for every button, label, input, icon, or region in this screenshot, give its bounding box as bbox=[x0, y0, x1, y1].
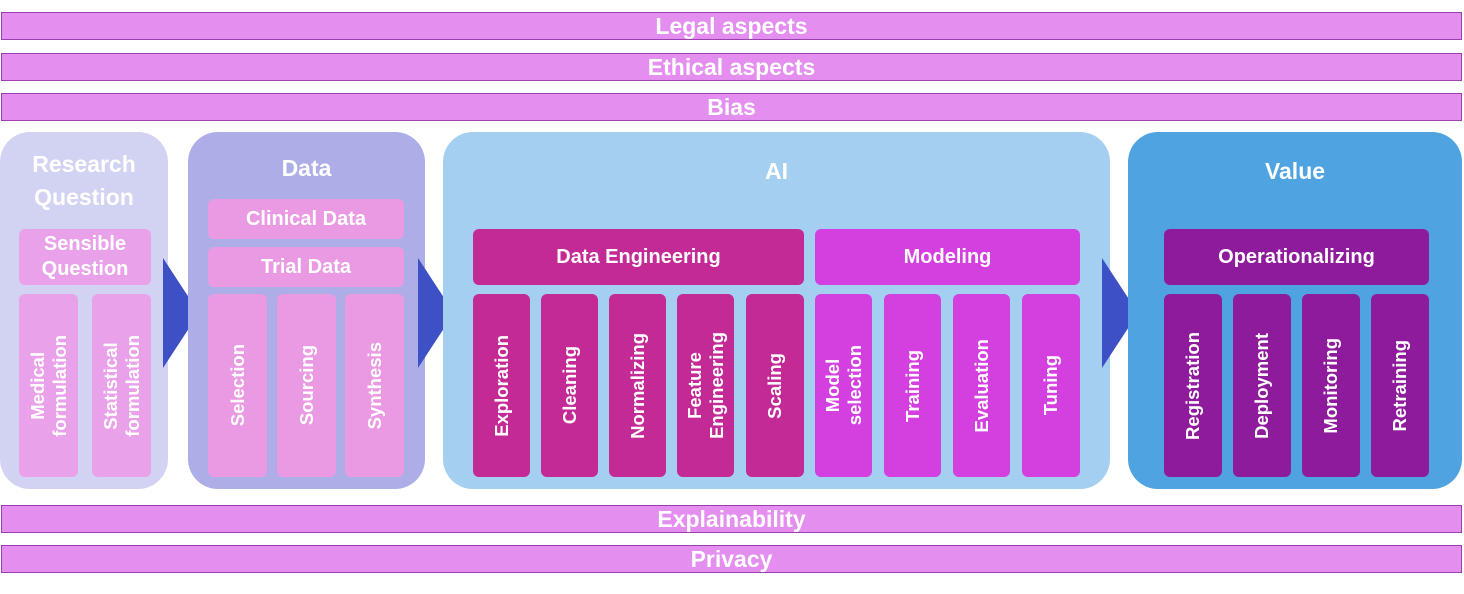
source-trial-data: Trial Data bbox=[208, 247, 404, 287]
sensible-question-label: Sensible Question bbox=[41, 233, 129, 280]
value-panel: Value Operationalizing Registration Depl… bbox=[1128, 132, 1462, 489]
research-question-title: Research Question bbox=[32, 151, 136, 210]
band-bias: Bias bbox=[1, 93, 1462, 121]
step-evaluation-label: Evaluation bbox=[970, 338, 992, 433]
source-clinical-data: Clinical Data bbox=[208, 199, 404, 239]
band-explainability-label: Explainability bbox=[657, 505, 806, 532]
step-monitoring: Monitoring bbox=[1302, 294, 1360, 477]
band-ethical-aspects-label: Ethical aspects bbox=[647, 53, 816, 80]
step-retraining-label: Retraining bbox=[1389, 339, 1410, 432]
step-training-label: Training bbox=[901, 349, 923, 422]
band-ethical-aspects: Ethical aspects bbox=[1, 53, 1462, 81]
band-legal-aspects-label: Legal aspects bbox=[655, 12, 808, 39]
step-model-selection-label: Model selection bbox=[821, 345, 865, 426]
step-selection-label: Selection bbox=[226, 344, 248, 427]
source-clinical-data-label: Clinical Data bbox=[245, 207, 367, 230]
operationalizing-header: Operationalizing bbox=[1164, 229, 1429, 285]
data-engineering-label: Data Engineering bbox=[556, 245, 721, 268]
step-registration-label: Registration bbox=[1182, 331, 1203, 440]
step-exploration: Exploration bbox=[473, 294, 530, 477]
data-title: Data bbox=[281, 155, 332, 181]
step-statistical-formulation-label: Statistical formulation bbox=[99, 334, 143, 437]
step-evaluation: Evaluation bbox=[953, 294, 1010, 477]
step-selection: Selection bbox=[208, 294, 267, 477]
step-normalizing: Normalizing bbox=[609, 294, 666, 477]
band-privacy-label: Privacy bbox=[690, 545, 773, 572]
band-legal-aspects: Legal aspects bbox=[1, 12, 1462, 40]
step-feature-engineering-label: Feature Engineering bbox=[683, 332, 727, 439]
step-synthesis: Synthesis bbox=[345, 294, 404, 477]
step-tuning: Tuning bbox=[1022, 294, 1080, 477]
step-scaling-label: Scaling bbox=[764, 352, 785, 419]
value-title: Value bbox=[1264, 158, 1326, 184]
step-sourcing: Sourcing bbox=[277, 294, 336, 477]
source-trial-data-label: Trial Data bbox=[260, 255, 352, 278]
step-tuning-label: Tuning bbox=[1040, 355, 1061, 416]
flow-arrow-2 bbox=[418, 258, 454, 368]
step-model-selection: Model selection bbox=[815, 294, 872, 477]
step-synthesis-label: Synthesis bbox=[363, 341, 385, 430]
research-question-panel: Research Question Sensible Question Medi… bbox=[0, 132, 168, 489]
step-deployment-label: Deployment bbox=[1251, 332, 1272, 439]
step-retraining: Retraining bbox=[1371, 294, 1429, 477]
step-medical-formulation: Medical formulation bbox=[19, 294, 78, 477]
step-registration: Registration bbox=[1164, 294, 1222, 477]
step-cleaning: Cleaning bbox=[541, 294, 598, 477]
ai-panel: AI Data Engineering Modeling Exploration… bbox=[443, 132, 1110, 489]
step-normalizing-label: Normalizing bbox=[626, 332, 648, 439]
sensible-question-box: Sensible Question bbox=[19, 229, 151, 285]
step-deployment: Deployment bbox=[1233, 294, 1291, 477]
modeling-header: Modeling bbox=[815, 229, 1080, 285]
data-engineering-header: Data Engineering bbox=[473, 229, 804, 285]
step-cleaning-label: Cleaning bbox=[558, 346, 580, 425]
step-exploration-label: Exploration bbox=[490, 334, 512, 437]
step-monitoring-label: Monitoring bbox=[1320, 337, 1341, 434]
step-medical-formulation-label: Medical formulation bbox=[26, 334, 70, 437]
ai-title: AI bbox=[765, 158, 788, 184]
step-feature-engineering: Feature Engineering bbox=[677, 294, 734, 477]
step-sourcing-label: Sourcing bbox=[295, 345, 317, 426]
flow-arrow-3 bbox=[1102, 258, 1138, 368]
data-panel: Data Clinical Data Trial Data Selection … bbox=[188, 132, 425, 489]
flow-arrow-1 bbox=[163, 258, 199, 368]
step-statistical-formulation: Statistical formulation bbox=[92, 294, 151, 477]
operationalizing-label: Operationalizing bbox=[1218, 245, 1375, 268]
band-privacy: Privacy bbox=[1, 545, 1462, 573]
step-scaling: Scaling bbox=[746, 294, 804, 477]
band-bias-label: Bias bbox=[707, 93, 756, 120]
step-training: Training bbox=[884, 294, 941, 477]
modeling-label: Modeling bbox=[903, 245, 992, 268]
band-explainability: Explainability bbox=[1, 505, 1462, 533]
